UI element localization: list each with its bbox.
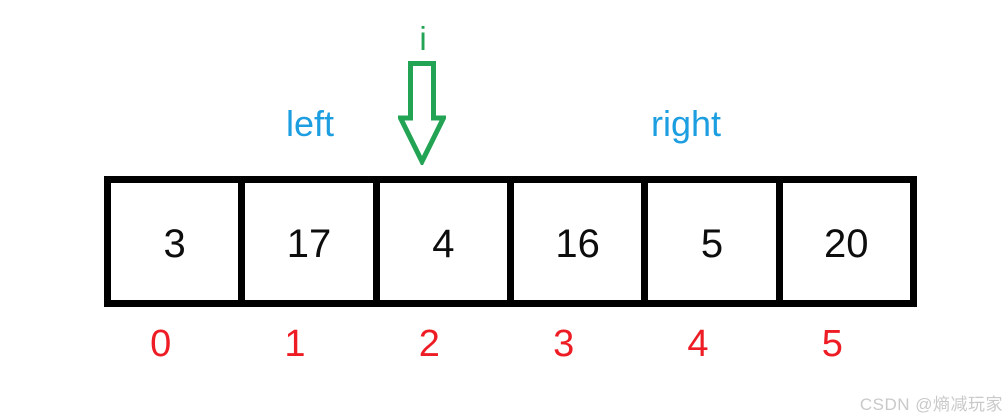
array-cell-value: 20 [824, 222, 869, 266]
array-cell: 16 [513, 183, 642, 300]
array-cell: 3 [111, 183, 239, 300]
index-label: 1 [284, 323, 306, 365]
array-cell: 17 [245, 183, 373, 300]
right-pointer-label: right [650, 103, 722, 144]
array-cell-value: 5 [700, 222, 724, 266]
array-cell: 4 [379, 183, 507, 300]
index-label: 4 [687, 323, 709, 365]
array-cell-value: 17 [286, 222, 332, 266]
index-label: 0 [150, 323, 172, 365]
left-pointer-label: left [285, 103, 335, 144]
array-cell: 5 [648, 183, 776, 300]
index-label: 3 [553, 323, 575, 365]
down-arrow-icon [398, 61, 446, 165]
index-row: 0 1 2 3 4 5 [90, 325, 903, 363]
array-cell-value: 16 [555, 222, 600, 266]
csdn-watermark: CSDN @熵减玩家 [859, 395, 1003, 414]
pointer-i-label: i [419, 20, 427, 57]
array-box: 3 17 4 16 5 20 [104, 176, 917, 307]
index-label: 5 [821, 323, 843, 365]
array-cell-value: 3 [163, 222, 186, 266]
array-cell: 20 [782, 183, 910, 300]
index-label: 2 [418, 323, 440, 365]
array-cell-value: 4 [432, 222, 455, 266]
